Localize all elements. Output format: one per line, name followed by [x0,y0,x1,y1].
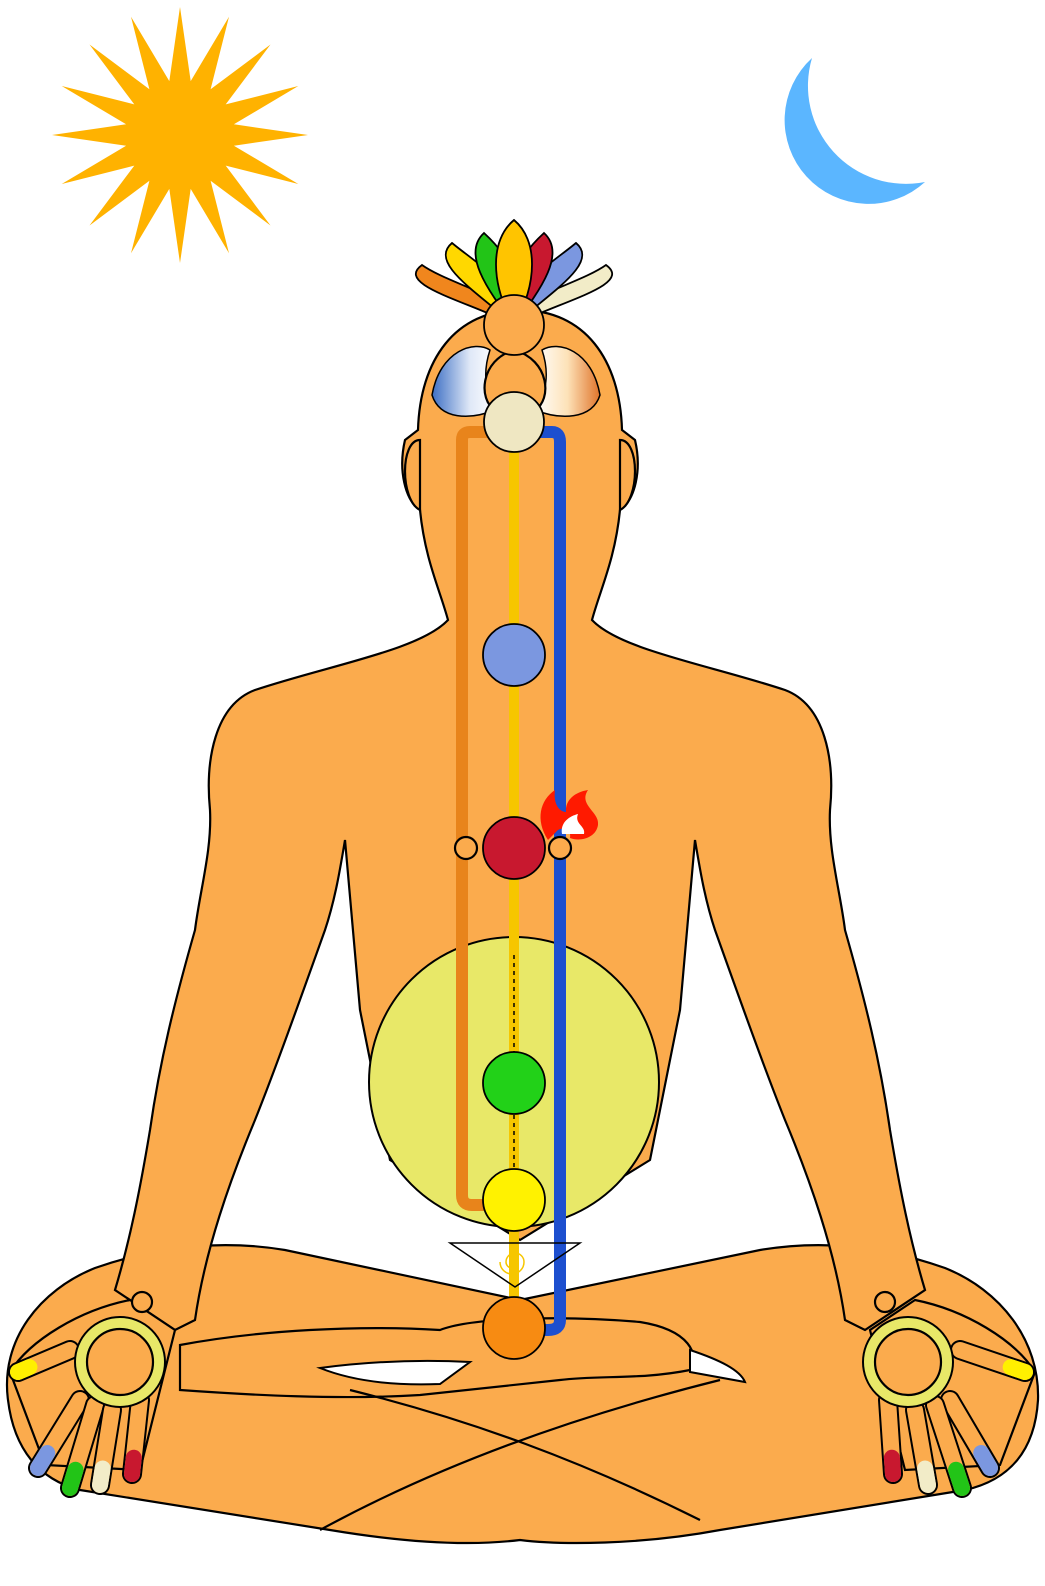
finger [883,1449,901,1482]
chakra-sacral [482,1168,546,1232]
sun-icon [52,7,308,263]
finger [10,1359,38,1380]
leg-crease-2 [349,1388,701,1521]
root-triangle [447,1242,583,1288]
left-ear [404,438,422,512]
finger [948,1461,970,1496]
right-palm-dot [873,1290,897,1314]
left-palm-dot [130,1290,154,1314]
flame-icon [540,790,599,840]
right-channel [540,426,566,1336]
right-ear [618,438,636,512]
chakra-throat [482,623,546,687]
left-palm-ring-inner [85,1327,155,1397]
right-heart-node [547,835,573,861]
foot-sole [316,1359,473,1386]
finger [92,1460,111,1493]
chakra-solar-plexus [482,1051,546,1115]
crescent-moon-icon [784,58,925,204]
left-hand [8,1290,177,1498]
chakra-column [482,294,546,1360]
foot-sole-2 [689,1348,747,1384]
front-foot [178,1317,695,1399]
left-channel [456,426,498,1211]
chakra-heart [482,816,546,880]
right-palm-ring-inner [873,1327,943,1397]
right-hand [862,1290,1037,1498]
chakra-third-eye [483,391,545,453]
finger [62,1461,84,1496]
spiral-icon [499,1252,525,1275]
chakra-crown [483,294,545,356]
finger [973,1445,998,1476]
chakra-root [482,1296,546,1360]
leg-crease [319,1378,721,1531]
crown-lens [431,345,601,417]
finger [30,1445,56,1476]
left-heart-node [453,835,479,861]
finger [1002,1359,1033,1380]
finger [124,1449,142,1482]
crossed-legs [5,1244,1040,1545]
finger [917,1460,936,1493]
